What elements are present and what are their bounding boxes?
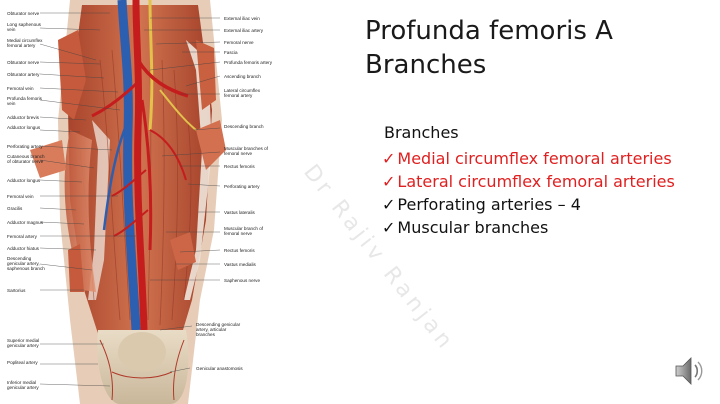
slide-title: Profunda femoris A Branches — [365, 14, 695, 82]
label-left: Superior medial genicular artery — [7, 338, 40, 348]
label-left: Inferior medial genicular artery — [7, 380, 39, 390]
label-left: Profunda femoris vein — [7, 96, 42, 106]
label-left: Cutaneous branch of obturator nerve — [7, 154, 45, 164]
branch-item: ✓Medial circumflex femoral arteries — [382, 147, 675, 170]
branch-item: ✓Muscular branches — [382, 216, 675, 239]
thigh-anatomy-drawing — [30, 0, 226, 404]
branch-list: ✓Medial circumflex femoral arteries ✓Lat… — [382, 147, 675, 239]
label-right: Ascending branch — [224, 74, 261, 79]
label-right: Vastus medialis — [224, 262, 256, 267]
branch-item: ✓Lateral circumflex femoral arteries — [382, 170, 675, 193]
label-right: Vastus lateralis — [224, 210, 255, 215]
branch-label: Perforating arteries – 4 — [397, 195, 581, 214]
label-right: Genicular anastomosis — [196, 366, 243, 371]
check-icon: ✓ — [382, 172, 396, 191]
check-icon: ✓ — [382, 218, 396, 237]
speaker-icon-graphic — [675, 357, 703, 385]
title-line-1: Profunda femoris A — [365, 16, 613, 46]
label-right: Descending genicular artery, articular b… — [196, 322, 241, 337]
check-icon: ✓ — [382, 149, 396, 168]
label-left: Femoral vein — [7, 194, 34, 199]
label-right: Lateral circumflex femoral artery — [224, 88, 260, 98]
label-left: Adductor longus — [7, 125, 41, 130]
label-right: Descending branch — [224, 124, 264, 129]
label-right: Femoral nerve — [224, 40, 254, 45]
label-right: Rectus femoris — [224, 164, 255, 169]
label-left: Obturator nerve — [7, 11, 40, 16]
label-left: Femoral vein — [7, 86, 34, 91]
label-left: Medial circumflex femoral artery — [7, 38, 43, 48]
label-left: Obturator artery — [7, 72, 40, 77]
label-right: External iliac vein — [224, 16, 260, 21]
anatomy-illustration: Obturator nerve Long saphenous vein Medi… — [0, 0, 296, 404]
label-right: Muscular branches of femoral nerve — [224, 146, 268, 156]
branch-label: Muscular branches — [397, 218, 549, 237]
check-icon: ✓ — [382, 195, 396, 214]
branch-label: Medial circumflex femoral arteries — [397, 149, 672, 168]
label-right: External iliac artery — [224, 28, 264, 33]
label-left: Adductor magnus — [7, 220, 44, 225]
label-left: Gracilis — [7, 206, 23, 211]
label-left: Long saphenous vein — [7, 22, 41, 32]
branches-heading: Branches — [384, 123, 459, 142]
label-left: Femoral artery — [7, 234, 37, 239]
branch-item: ✓Perforating arteries – 4 — [382, 193, 675, 216]
label-right: Saphenous nerve — [224, 278, 261, 283]
label-right: Profunda femoris artery — [224, 60, 272, 65]
label-left: Adductor brevis — [7, 115, 39, 120]
label-left: Obturator nerve — [7, 60, 40, 65]
speaker-icon[interactable] — [672, 354, 706, 388]
label-left: Descending genicular artery, saphenous b… — [7, 256, 45, 271]
label-right: Muscular branch of femoral nerve — [224, 226, 264, 236]
branch-label: Lateral circumflex femoral arteries — [397, 172, 675, 191]
label-left: Perforating artery — [7, 144, 43, 149]
label-left: Popliteal artery — [7, 360, 38, 365]
label-left: Adductor hiatus — [7, 246, 39, 251]
label-left: Adductor longus — [7, 178, 41, 183]
label-right: Fascia — [224, 50, 238, 55]
label-right: Rectus femoris — [224, 248, 255, 253]
label-right: Perforating artery — [224, 184, 260, 189]
title-line-2: Branches — [365, 50, 487, 80]
label-left: Sartorius — [7, 288, 26, 293]
